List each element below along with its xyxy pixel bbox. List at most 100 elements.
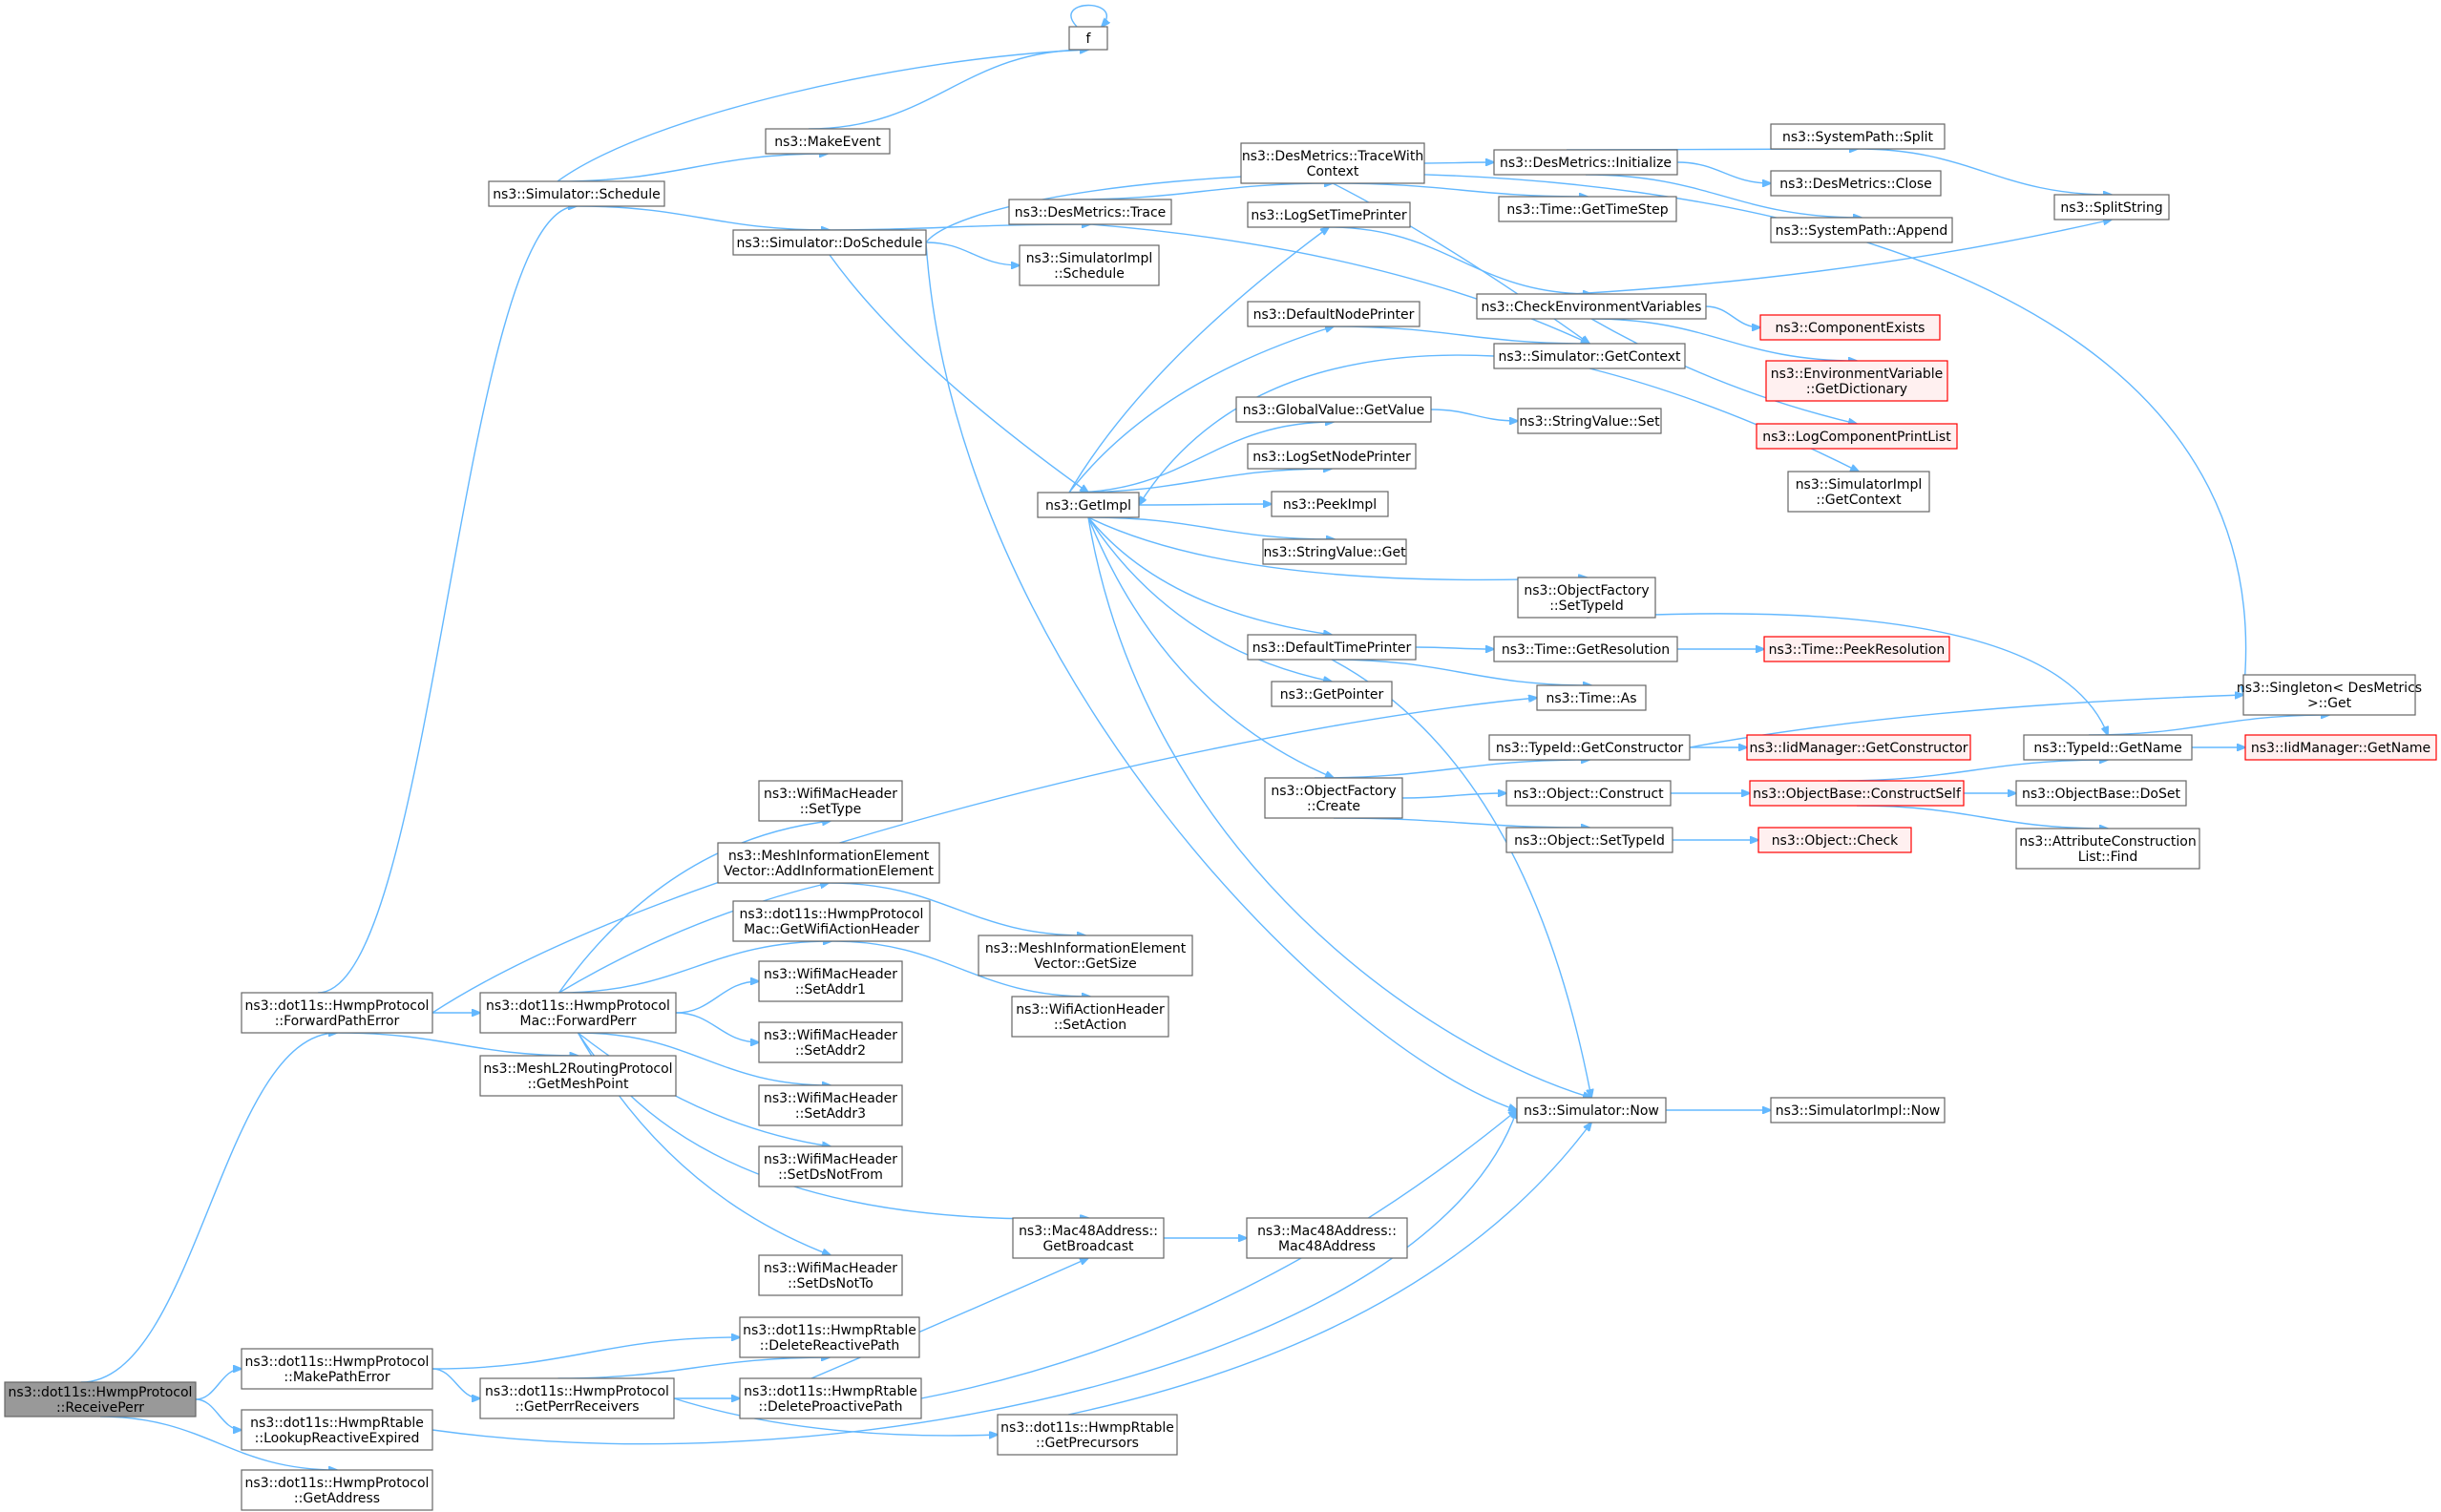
node-getbroadcast[interactable]: ns3::Mac48Address::GetBroadcast bbox=[1012, 1217, 1165, 1259]
node-checkenv[interactable]: ns3::CheckEnvironmentVariables bbox=[1476, 293, 1707, 320]
node-stringvalueget[interactable]: ns3::StringValue::Get bbox=[1262, 538, 1407, 565]
node-box bbox=[1019, 244, 1160, 286]
node-deleteproactivepath[interactable]: ns3::dot11s::HwmpRtable::DeleteProactive… bbox=[739, 1377, 922, 1419]
node-deletereactivepath[interactable]: ns3::dot11s::HwmpRtable::DeleteReactiveP… bbox=[739, 1316, 920, 1358]
node-addinfoelement[interactable]: ns3::MeshInformationElementVector::AddIn… bbox=[717, 842, 940, 884]
edge-forwardperr-to-getwifiactionheader bbox=[558, 941, 832, 994]
node-peekresolution[interactable]: ns3::Time::PeekResolution bbox=[1763, 636, 1950, 662]
node-schedule[interactable]: ns3::Simulator::Schedule bbox=[488, 180, 665, 207]
node-envgetdictionary[interactable]: ns3::EnvironmentVariable::GetDictionary bbox=[1765, 360, 1948, 402]
node-label: Vector::AddInformationElement bbox=[724, 864, 934, 879]
node-label: ns3::StringValue::Get bbox=[1263, 545, 1406, 560]
node-label: ns3::LogComponentPrintList bbox=[1762, 430, 1951, 445]
node-logsettimeprinter[interactable]: ns3::LogSetTimePrinter bbox=[1247, 201, 1411, 228]
node-getimpl[interactable]: ns3::GetImpl bbox=[1037, 492, 1140, 518]
node-forwardperr[interactable]: ns3::dot11s::HwmpProtocolMac::ForwardPer… bbox=[479, 992, 677, 1034]
node-getperrreceivers[interactable]: ns3::dot11s::HwmpProtocol::GetPerrReceiv… bbox=[479, 1377, 675, 1419]
node-iidgetconstructor[interactable]: ns3::IidManager::GetConstructor bbox=[1746, 734, 1971, 761]
node-getaddress[interactable]: ns3::dot11s::HwmpProtocol::GetAddress bbox=[241, 1469, 433, 1511]
node-simimplgetcontext[interactable]: ns3::SimulatorImpl::GetContext bbox=[1787, 471, 1930, 513]
node-doset[interactable]: ns3::ObjectBase::DoSet bbox=[2015, 780, 2187, 807]
node-label: f bbox=[1086, 32, 1092, 47]
node-ofcreate[interactable]: ns3::ObjectFactory::Create bbox=[1264, 777, 1403, 819]
node-getwifiactionheader[interactable]: ns3::dot11s::HwmpProtocolMac::GetWifiAct… bbox=[732, 900, 931, 942]
node-append[interactable]: ns3::SystemPath::Append bbox=[1770, 217, 1953, 243]
node-label: ns3::ComponentExists bbox=[1776, 321, 1925, 336]
node-forwardpatherror[interactable]: ns3::dot11s::HwmpProtocol::ForwardPathEr… bbox=[241, 992, 433, 1034]
node-simnow[interactable]: ns3::Simulator::Now bbox=[1516, 1097, 1667, 1124]
node-splitstring[interactable]: ns3::SplitString bbox=[2053, 194, 2170, 220]
node-box bbox=[978, 934, 1193, 976]
node-setaction[interactable]: ns3::WifiActionHeader::SetAction bbox=[1011, 996, 1169, 1038]
node-mac48address[interactable]: ns3::Mac48Address::Mac48Address bbox=[1246, 1217, 1408, 1259]
node-simgetcontext[interactable]: ns3::Simulator::GetContext bbox=[1493, 343, 1686, 369]
node-objectsettypeid[interactable]: ns3::Object::SetTypeId bbox=[1505, 827, 1673, 853]
edge-addinfoelement-to-miegetsize bbox=[828, 882, 1085, 935]
node-getconstructor[interactable]: ns3::TypeId::GetConstructor bbox=[1488, 734, 1691, 761]
node-setdsnotfrom[interactable]: ns3::WifiMacHeader::SetDsNotFrom bbox=[758, 1145, 903, 1187]
node-miegetsize[interactable]: ns3::MeshInformationElementVector::GetSi… bbox=[978, 934, 1193, 976]
node-peekimpl[interactable]: ns3::PeekImpl bbox=[1271, 491, 1389, 517]
edge-forwardpatherror-to-schedule bbox=[317, 206, 577, 994]
node-ofsettypeid[interactable]: ns3::ObjectFactory::SetTypeId bbox=[1517, 577, 1656, 619]
node-gettimestep[interactable]: ns3::Time::GetTimeStep bbox=[1498, 196, 1677, 222]
edge-doschedule-to-simimplschedule bbox=[925, 242, 1020, 265]
node-makeevent[interactable]: ns3::MakeEvent bbox=[765, 128, 891, 155]
node-logsetnodeprinter[interactable]: ns3::LogSetNodePrinter bbox=[1247, 443, 1417, 470]
node-label: ns3::SplitString bbox=[2060, 200, 2162, 216]
node-box bbox=[997, 1414, 1178, 1456]
node-simimplschedule[interactable]: ns3::SimulatorImpl::Schedule bbox=[1019, 244, 1160, 286]
node-receiveperr[interactable]: ns3::dot11s::HwmpProtocol::ReceivePerr bbox=[4, 1381, 197, 1418]
node-getpointer[interactable]: ns3::GetPointer bbox=[1271, 681, 1393, 707]
node-makepatherror[interactable]: ns3::dot11s::HwmpProtocol::MakePathError bbox=[241, 1348, 433, 1390]
node-getprecursors[interactable]: ns3::dot11s::HwmpRtable::GetPrecursors bbox=[997, 1414, 1178, 1456]
node-setaddr3[interactable]: ns3::WifiMacHeader::SetAddr3 bbox=[758, 1084, 903, 1126]
node-typeidgetname[interactable]: ns3::TypeId::GetName bbox=[2023, 734, 2193, 761]
edge-constructself-to-acfind bbox=[1856, 805, 2108, 829]
node-label: ns3::dot11s::HwmpRtable bbox=[744, 1384, 917, 1399]
edge-doschedule-to-getimpl bbox=[829, 254, 1088, 493]
node-label: ns3::DefaultNodePrinter bbox=[1253, 307, 1415, 323]
node-defaultnodeprinter[interactable]: ns3::DefaultNodePrinter bbox=[1247, 301, 1420, 327]
node-iidgetname[interactable]: ns3::IidManager::GetName bbox=[2244, 734, 2437, 761]
node-label: ns3::dot11s::HwmpProtocol bbox=[485, 1384, 669, 1399]
edge-split-to-splitstring bbox=[1857, 148, 2112, 195]
node-timeas[interactable]: ns3::Time::As bbox=[1536, 684, 1647, 711]
node-doschedule[interactable]: ns3::Simulator::DoSchedule bbox=[732, 229, 927, 256]
node-label: ::GetContext bbox=[1816, 493, 1902, 508]
node-close[interactable]: ns3::DesMetrics::Close bbox=[1770, 170, 1942, 197]
node-setdsnotto[interactable]: ns3::WifiMacHeader::SetDsNotTo bbox=[758, 1254, 903, 1296]
node-globalvaluegetvalue[interactable]: ns3::GlobalValue::GetValue bbox=[1235, 396, 1432, 423]
edge-receiveperr-to-forwardpatherror bbox=[80, 1033, 337, 1383]
edge-globalvaluegetvalue-to-stringvalueset bbox=[1430, 409, 1518, 421]
node-f[interactable]: f bbox=[1068, 26, 1108, 51]
node-label: ns3::dot11s::HwmpProtocol bbox=[486, 998, 670, 1014]
node-initialize[interactable]: ns3::DesMetrics::Initialize bbox=[1493, 149, 1678, 176]
node-label: ::SetDsNotTo bbox=[788, 1276, 873, 1292]
node-objectcheck[interactable]: ns3::Object::Check bbox=[1757, 827, 1912, 853]
node-box bbox=[2015, 828, 2200, 870]
node-singletonget[interactable]: ns3::Singleton< DesMetrics >::Get bbox=[2237, 674, 2422, 716]
node-componentexists[interactable]: ns3::ComponentExists bbox=[1759, 314, 1941, 341]
node-getresolution[interactable]: ns3::Time::GetResolution bbox=[1493, 636, 1678, 662]
node-defaulttimeprinter[interactable]: ns3::DefaultTimePrinter bbox=[1247, 634, 1417, 661]
node-desmetricstrace[interactable]: ns3::DesMetrics::Trace bbox=[1008, 199, 1172, 225]
edge-checkenv-to-componentexists bbox=[1705, 305, 1760, 327]
node-setaddr2[interactable]: ns3::WifiMacHeader::SetAddr2 bbox=[758, 1021, 903, 1063]
node-getmeshpoint[interactable]: ns3::MeshL2RoutingProtocol::GetMeshPoint bbox=[479, 1055, 677, 1097]
node-split[interactable]: ns3::SystemPath::Split bbox=[1770, 123, 1946, 150]
node-constructself[interactable]: ns3::ObjectBase::ConstructSelf bbox=[1749, 780, 1965, 807]
node-label: ns3::ObjectBase::DoSet bbox=[2022, 787, 2180, 802]
node-simimplnow[interactable]: ns3::SimulatorImpl::Now bbox=[1770, 1097, 1946, 1124]
edge-getimpl-to-defaultnodeprinter bbox=[1068, 326, 1334, 494]
node-box bbox=[1246, 1217, 1408, 1259]
edge-ofcreate-to-objectsettypeid bbox=[1333, 817, 1589, 828]
node-lookupreactiveexpired[interactable]: ns3::dot11s::HwmpRtable::LookupReactiveE… bbox=[241, 1409, 433, 1451]
node-logcomponentprintlist[interactable]: ns3::LogComponentPrintList bbox=[1756, 423, 1958, 450]
node-stringvalueset[interactable]: ns3::StringValue::Set bbox=[1517, 408, 1662, 434]
node-setaddr1[interactable]: ns3::WifiMacHeader::SetAddr1 bbox=[758, 960, 903, 1002]
node-settype[interactable]: ns3::WifiMacHeader::SetType bbox=[758, 780, 903, 822]
node-objectconstruct[interactable]: ns3::Object::Construct bbox=[1505, 780, 1672, 807]
